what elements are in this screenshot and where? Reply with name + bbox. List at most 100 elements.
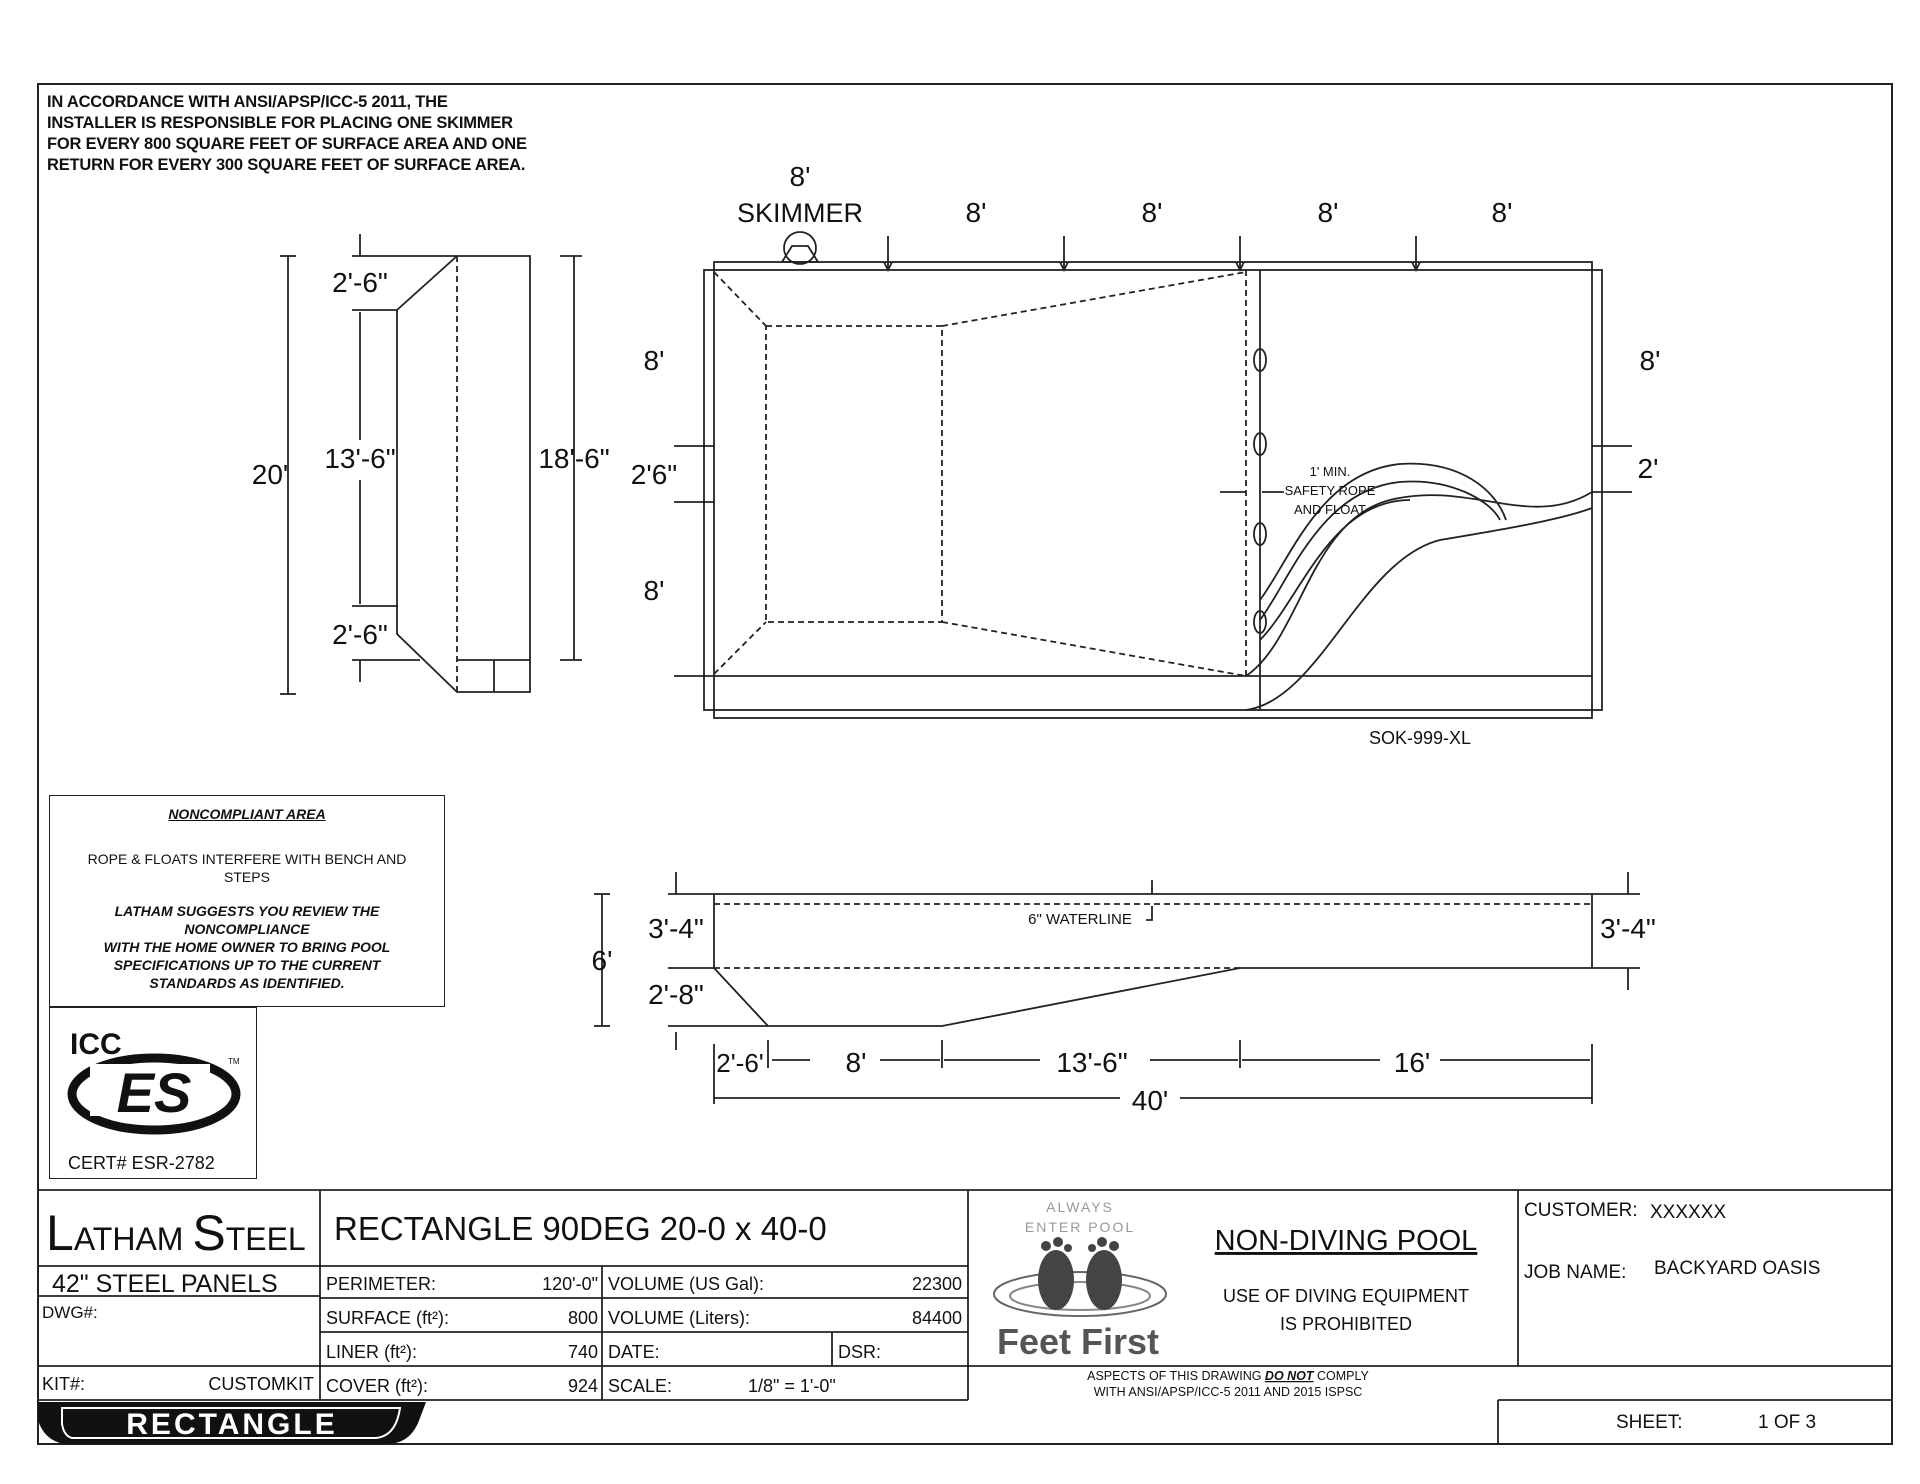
noncompliant-suggestion: LATHAM SUGGESTS YOU REVIEW THE NONCOMPLI… bbox=[103, 903, 391, 991]
logo-line-2: ENTER POOL bbox=[1025, 1219, 1135, 1235]
diving-line-2: IS PROHIBITED bbox=[1280, 1314, 1412, 1334]
job-value: BACKYARD OASIS bbox=[1654, 1258, 1820, 1279]
date-label: DATE: bbox=[608, 1342, 660, 1362]
noncompliant-body: ROPE & FLOATS INTERFERE WITH BENCH AND S… bbox=[87, 851, 407, 885]
skimmer-label: SKIMMER bbox=[737, 198, 863, 228]
left-dim-3: 8' bbox=[644, 575, 665, 606]
plan-view bbox=[674, 231, 1632, 719]
logo-line-3: Feet First bbox=[997, 1321, 1159, 1362]
kit-label: KIT#: bbox=[42, 1374, 85, 1394]
noncompliant-box: NONCOMPLIANT AREA ROPE & FLOATS INTERFER… bbox=[49, 795, 445, 1007]
skimmer-symbol bbox=[780, 245, 820, 263]
customer-label: CUSTOMER: bbox=[1524, 1200, 1638, 1221]
perimeter-label: PERIMETER: bbox=[326, 1274, 436, 1294]
profile-bottom-dim-1: 2'-6' bbox=[716, 1048, 764, 1078]
rope-note-3: AND FLOAT bbox=[1294, 502, 1366, 517]
icc-text: ICC bbox=[70, 1028, 122, 1061]
right-dim-1: 8' bbox=[1640, 345, 1661, 376]
drawing-title: RECTANGLE 90DEG 20-0 x 40-0 bbox=[334, 1210, 827, 1247]
skimmer-spacing: 8' bbox=[790, 161, 811, 192]
profile-left-deep: 2'-8" bbox=[648, 979, 704, 1010]
section-dims: 20' 2'-6" 13'-6" 2'-6" 18'-6" bbox=[252, 267, 610, 650]
rope-note-2: SAFETY ROPE bbox=[1285, 483, 1376, 498]
profile-left-shallow: 3'-4" bbox=[648, 913, 704, 944]
top-spacing-1: 8' bbox=[966, 197, 987, 228]
customer-value: XXXXXX bbox=[1650, 1202, 1726, 1223]
section-top-slope: 2'-6" bbox=[332, 267, 388, 298]
rope-note-1: 1' MIN. bbox=[1310, 464, 1351, 479]
liner-value: 740 bbox=[568, 1342, 598, 1362]
top-returns bbox=[883, 236, 1421, 273]
section-right-length: 18'-6" bbox=[538, 443, 609, 474]
tm-mark: TM bbox=[228, 1057, 240, 1066]
profile-overall-length: 40' bbox=[1132, 1085, 1169, 1116]
left-dim-2: 2'6" bbox=[631, 459, 677, 490]
pool-specs: PERIMETER: 120'-0" SURFACE (ft²): 800 LI… bbox=[326, 1274, 962, 1396]
section-outline bbox=[396, 255, 531, 693]
profile-dims: 3'-4" 6' 2'-8" 3'-4" 6" WATERLINE 2'-6' … bbox=[592, 911, 1656, 1116]
sheet-value: 1 OF 3 bbox=[1758, 1412, 1816, 1433]
icc-es-box: ICC ES TM CERT# ESR-2782 bbox=[49, 1007, 257, 1179]
diving-line-1: USE OF DIVING EQUIPMENT bbox=[1223, 1286, 1469, 1306]
left-foot-icon bbox=[1038, 1250, 1074, 1310]
compliance-line-2: WITH ANSI/APSP/ICC-5 2011 AND 2015 ISPSC bbox=[1094, 1385, 1363, 1399]
profile-right-shallow: 3'-4" bbox=[1600, 913, 1656, 944]
sheet-label: SHEET: bbox=[1616, 1412, 1683, 1433]
section-view bbox=[280, 234, 582, 695]
profile-view bbox=[594, 872, 1640, 1104]
vol-l-label: VOLUME (Liters): bbox=[608, 1308, 750, 1328]
scale-value: 1/8" = 1'-0" bbox=[748, 1376, 836, 1396]
kit-value: CUSTOMKIT bbox=[208, 1374, 314, 1394]
plan-dims: 8' SKIMMER 8' 8' 8' 8' 8' 2'6" 8' 8' 2' … bbox=[631, 161, 1661, 606]
profile-waterline: 6" WATERLINE bbox=[1028, 911, 1132, 928]
top-spacing-4: 8' bbox=[1492, 197, 1513, 228]
logo-line-1: ALWAYS bbox=[1046, 1199, 1114, 1215]
surface-value: 800 bbox=[568, 1308, 598, 1328]
left-dim-1: 8' bbox=[644, 345, 665, 376]
plan-hopper bbox=[713, 271, 1247, 677]
noncompliant-title: NONCOMPLIANT AREA bbox=[168, 806, 326, 822]
cover-value: 924 bbox=[568, 1376, 598, 1396]
top-spacing-3: 8' bbox=[1318, 197, 1339, 228]
panels-label: 42" STEEL PANELS bbox=[52, 1270, 278, 1298]
sheet-border bbox=[37, 83, 1893, 1445]
es-text: ES bbox=[117, 1061, 192, 1124]
compliance-line-1: ASPECTS OF THIS DRAWING DO NOT COMPLY bbox=[1087, 1369, 1369, 1383]
right-dim-2: 2' bbox=[1638, 453, 1659, 484]
liner-label: LINER (ft²): bbox=[326, 1342, 417, 1362]
scale-label: SCALE: bbox=[608, 1376, 672, 1396]
top-spacing-2: 8' bbox=[1142, 197, 1163, 228]
vol-us-label: VOLUME (US Gal): bbox=[608, 1274, 764, 1294]
right-foot-icon bbox=[1086, 1250, 1122, 1310]
feet-first-logo: ALWAYS ENTER POOL Feet First bbox=[993, 1199, 1167, 1362]
section-total-width: 20' bbox=[252, 459, 289, 490]
plan-pool-outline bbox=[703, 269, 1603, 711]
brand-logo: LATHAM STEEL bbox=[46, 1205, 306, 1261]
shape-banner-label: RECTANGLE bbox=[126, 1408, 337, 1441]
section-bottom-slope: 2'-6" bbox=[332, 619, 388, 650]
vol-us-value: 22300 bbox=[912, 1274, 962, 1294]
profile-left-total: 6' bbox=[592, 945, 613, 976]
installer-note: IN ACCORDANCE WITH ANSI/APSP/ICC-5 2011,… bbox=[47, 93, 527, 174]
shape-banner bbox=[38, 1402, 426, 1444]
dsr-label: DSR: bbox=[838, 1342, 881, 1362]
safety-floats bbox=[1253, 348, 1267, 634]
plan-outer-coping bbox=[713, 261, 1593, 719]
cover-label: COVER (ft²): bbox=[326, 1376, 428, 1396]
section-middle: 13'-6" bbox=[324, 443, 395, 474]
profile-bottom-dim-4: 16' bbox=[1394, 1047, 1431, 1078]
model-number: SOK-999-XL bbox=[1369, 728, 1471, 748]
profile-bottom-dim-3: 13'-6" bbox=[1056, 1047, 1127, 1078]
dwg-label: DWG#: bbox=[42, 1303, 98, 1322]
profile-bottom-dim-2: 8' bbox=[846, 1047, 867, 1078]
perimeter-value: 120'-0" bbox=[542, 1274, 598, 1294]
vol-l-value: 84400 bbox=[912, 1308, 962, 1328]
plan-steps bbox=[1245, 462, 1593, 711]
profile-outline bbox=[713, 893, 1593, 1027]
title-block-grid bbox=[38, 1189, 1892, 1444]
cert-number: CERT# ESR-2782 bbox=[68, 1153, 215, 1173]
surface-label: SURFACE (ft²): bbox=[326, 1308, 449, 1328]
job-label: JOB NAME: bbox=[1524, 1262, 1626, 1283]
icc-es-logo: ICC ES TM bbox=[67, 1028, 241, 1135]
